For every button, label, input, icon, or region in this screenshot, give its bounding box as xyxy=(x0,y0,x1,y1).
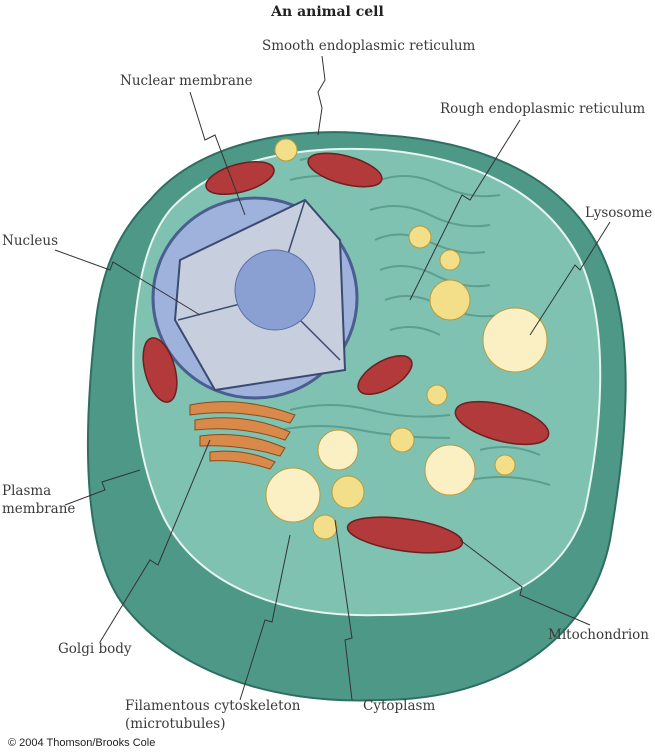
label-lysosome: Lysosome xyxy=(585,205,653,221)
diagram-title: An animal cell xyxy=(271,4,384,20)
label-golgi-body: Golgi body xyxy=(58,641,132,657)
label-cytoskeleton: Filamentous cytoskeleton (microtubules) xyxy=(125,697,300,733)
label-cytoskeleton-line2: (microtubules) xyxy=(125,716,226,732)
label-plasma-membrane-line1: Plasma xyxy=(2,483,52,499)
label-smooth-er: Smooth endoplasmic reticulum xyxy=(262,38,476,54)
label-plasma-membrane-line2: membrane xyxy=(2,501,76,517)
label-mitochondrion: Mitochondrion xyxy=(548,627,650,643)
leader-lines xyxy=(54,55,611,701)
label-nuclear-membrane: Nuclear membrane xyxy=(120,73,253,89)
copyright: © 2004 Thomson/Brooks Cole xyxy=(8,737,156,749)
mitochondria xyxy=(142,152,550,554)
label-cytoskeleton-line1: Filamentous cytoskeleton xyxy=(125,698,301,714)
label-cytoplasm: Cytoplasm xyxy=(363,698,436,714)
label-plasma-membrane: Plasma membrane xyxy=(2,482,75,518)
nucleolus xyxy=(234,249,316,331)
vesicles xyxy=(265,138,548,540)
label-rough-er: Rough endoplasmic reticulum xyxy=(440,101,646,117)
endoplasmic-reticulum xyxy=(279,155,551,486)
label-nucleus: Nucleus xyxy=(2,233,58,249)
golgi-body xyxy=(189,401,296,470)
